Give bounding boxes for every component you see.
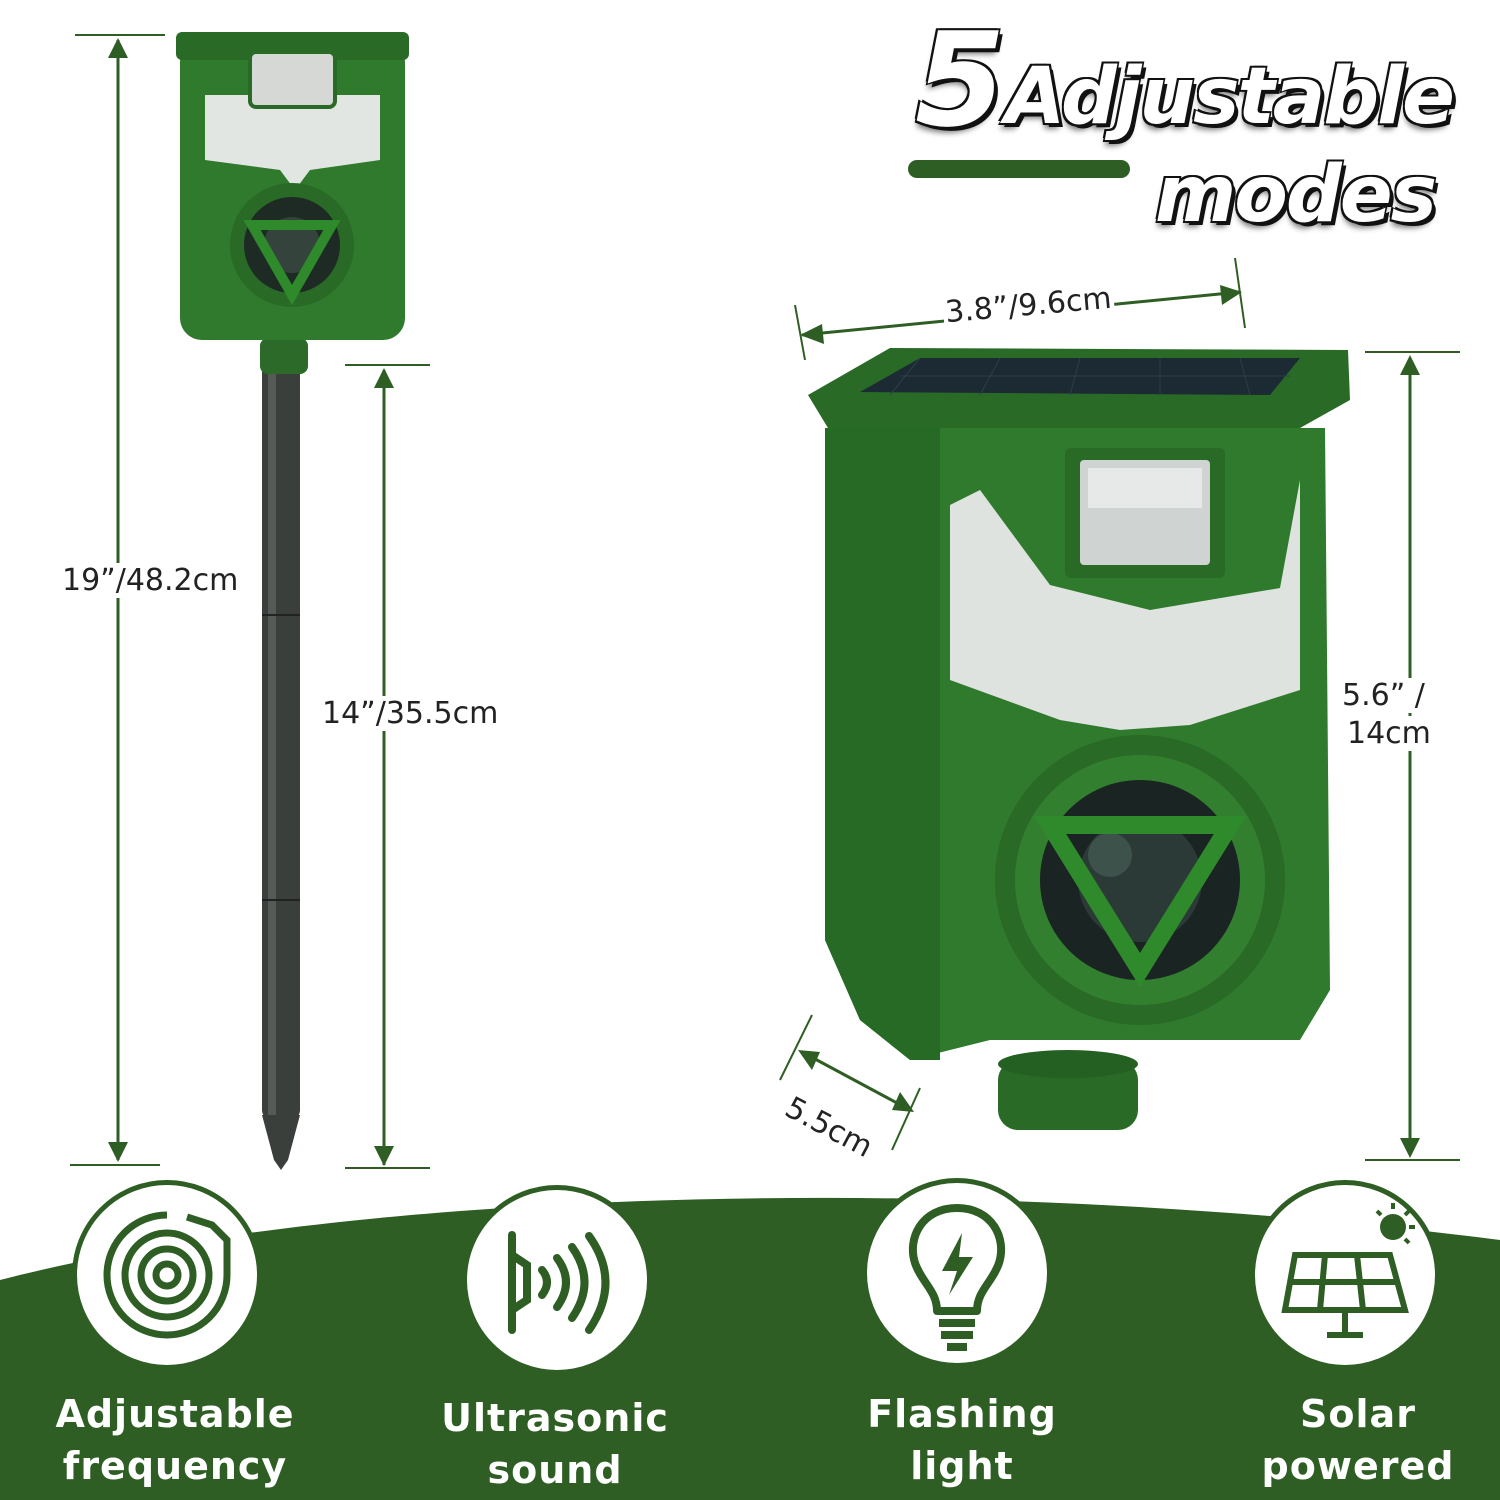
stake-device-illustration <box>176 32 409 1170</box>
headline-underline <box>908 160 1130 178</box>
feature-label-flashing-line1: Flashing <box>867 1392 1057 1436</box>
height-cm-label: 14cm <box>1345 716 1433 751</box>
headline-line2: modes <box>1155 150 1437 240</box>
solar-panel-icon <box>1281 1203 1415 1338</box>
headline-number: 5 <box>915 4 1005 156</box>
device-closeup-illustration <box>808 348 1350 1130</box>
feature-label-ultrasonic: Ultrasonic sound <box>405 1392 705 1496</box>
feature-label-frequency-line1: Adjustable <box>55 1392 295 1436</box>
feature-circle-frequency <box>72 1180 262 1370</box>
feature-label-flashing-light: Flashing light <box>812 1388 1112 1492</box>
frequency-icon <box>103 1211 231 1339</box>
headline-line1: Adjustable <box>1005 52 1455 142</box>
left-dimension-lines <box>70 34 430 1169</box>
lightbulb-icon <box>908 1204 1006 1351</box>
bottom-green-band <box>0 1197 1500 1500</box>
feature-label-solar-line2: powered <box>1261 1444 1455 1488</box>
total-height-label: 19”/48.2cm <box>60 563 241 598</box>
feature-label-frequency: Adjustable frequency <box>25 1388 325 1492</box>
feature-label-ultrasonic-line2: sound <box>487 1448 623 1492</box>
feature-label-frequency-line2: frequency <box>62 1444 288 1488</box>
feature-label-ultrasonic-line1: Ultrasonic <box>441 1396 669 1440</box>
feature-circle-solar <box>1250 1180 1440 1370</box>
stake-length-label: 14”/35.5cm <box>320 696 501 731</box>
ultrasonic-sound-icon <box>508 1231 610 1334</box>
feature-label-solar: Solar powered <box>1208 1388 1500 1492</box>
height-label: 5.6” / <box>1340 678 1427 713</box>
feature-circle-ultrasonic <box>462 1185 652 1375</box>
feature-label-flashing-line2: light <box>910 1444 1014 1488</box>
feature-circle-flashing-light <box>862 1178 1052 1368</box>
feature-label-solar-line1: Solar <box>1300 1392 1416 1436</box>
